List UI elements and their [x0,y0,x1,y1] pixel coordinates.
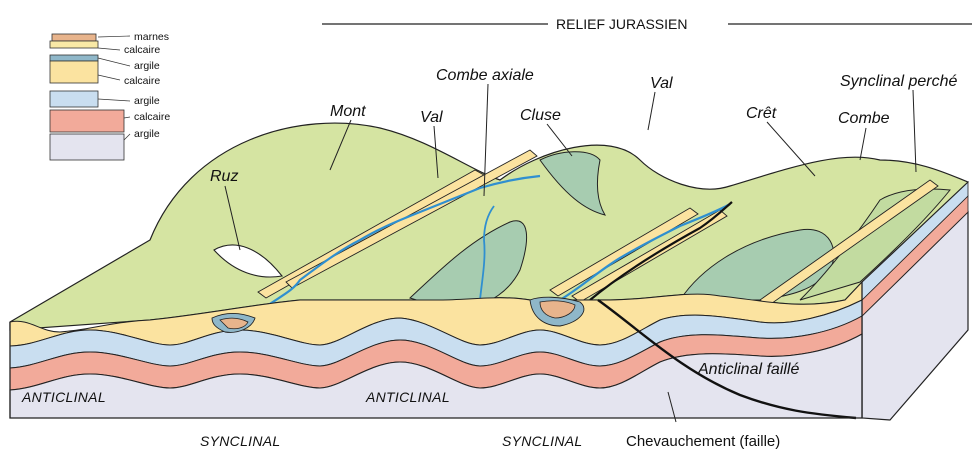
legend-swatch-marnes [52,34,96,41]
label-combe-axiale: Combe axiale [436,67,534,84]
diagram-title: RELIEF JURASSIEN [556,16,687,32]
legend-label-argile-2: argile [134,95,160,107]
legend-label-argile-3: argile [134,128,160,140]
legend-label-calcaire-3: calcaire [134,111,170,123]
label-val-left: Val [420,109,443,126]
legend-label-argile-1: argile [134,60,160,72]
label-synclinal-left: SYNCLINAL [200,433,281,449]
legend-swatch-calcaire-3 [50,110,124,132]
legend-swatch-argile-3 [50,134,124,160]
label-synclinal-right: SYNCLINAL [502,433,583,449]
legend-swatch-argile-1 [50,55,98,61]
label-synclinal-perche: Synclinal perché [840,73,958,90]
label-cret: Crêt [746,105,777,122]
label-anticlinal-faille: Anticlinal faillé [697,361,799,378]
legend-label-calcaire-1: calcaire [124,44,160,56]
label-anticlinal-left: ANTICLINAL [21,389,106,405]
legend-swatch-calcaire-1 [50,41,98,48]
legend: marnes calcaire argile calcaire argile c… [50,31,170,160]
legend-label-marnes: marnes [134,31,169,43]
legend-swatch-calcaire-2 [50,61,98,83]
label-chevauchement: Chevauchement (faille) [626,433,780,450]
label-val-right: Val [650,75,673,92]
block-diagram [10,123,968,420]
label-cluse: Cluse [520,107,561,124]
legend-label-calcaire-2: calcaire [124,75,160,87]
legend-swatch-argile-2 [50,91,98,107]
label-combe: Combe [838,110,890,127]
label-anticlinal-mid: ANTICLINAL [365,389,450,405]
label-mont: Mont [330,103,366,120]
label-ruz: Ruz [210,168,238,185]
